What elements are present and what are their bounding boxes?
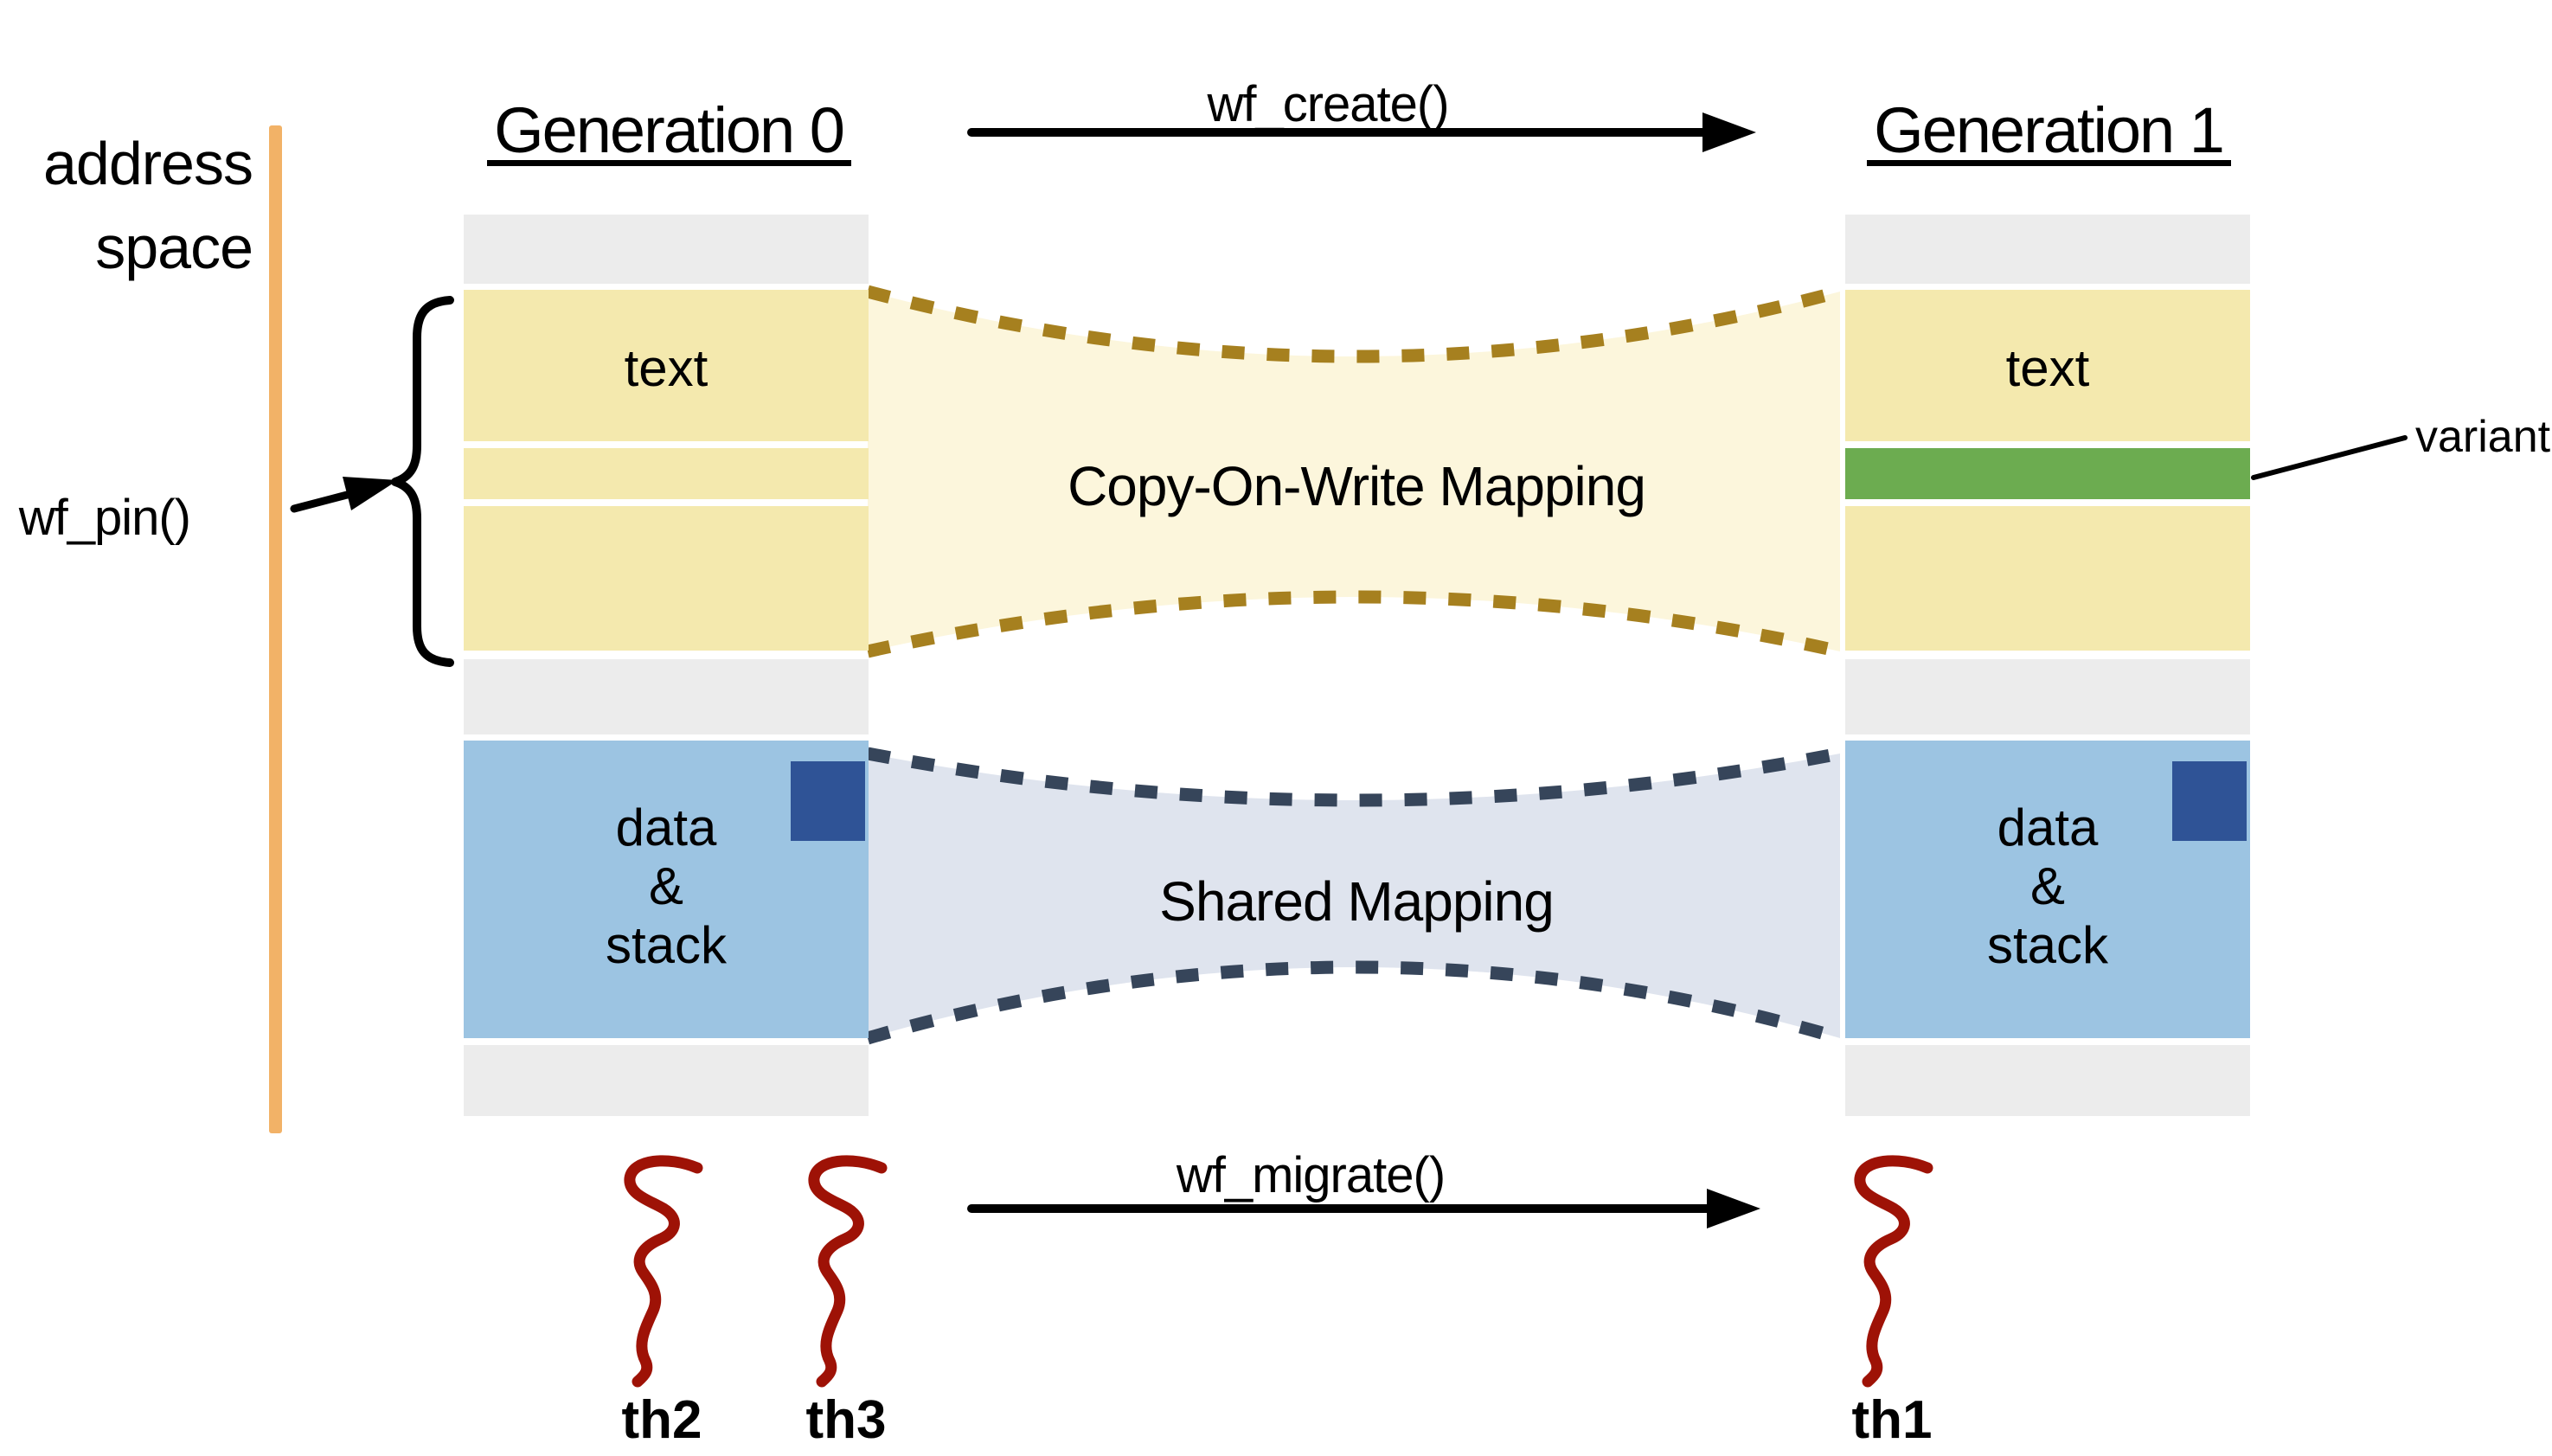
generation-0-title-underline: [487, 160, 851, 166]
gen1-segment-gray-bottom: [1845, 1045, 2250, 1116]
shared-mapping-region: Shared Mapping: [865, 747, 1843, 1045]
wf-migrate-label: wf_migrate(): [1176, 1147, 1445, 1203]
pinned-region-brace-icon: [391, 296, 454, 667]
thread-th1-label: th1: [1852, 1390, 1933, 1450]
gen0-segment-text: [464, 290, 869, 441]
generation-1-title-underline: [1867, 160, 2231, 166]
gen1-segment-text: [1845, 290, 2250, 441]
variant-pointer-line: [2251, 435, 2408, 480]
shared-mapping-label: Shared Mapping: [1159, 870, 1554, 933]
variant-label: variant: [2415, 412, 2551, 462]
cow-mapping-region: Copy-On-Write Mapping: [866, 285, 1842, 658]
wf-pin-label: wf_pin(): [18, 490, 190, 546]
gen0-segment-gray-middle: [464, 659, 869, 734]
address-space-label-line1: address: [43, 130, 253, 197]
gen0-data-label-line3: stack: [606, 916, 728, 974]
shared-mapping-fill: [868, 754, 1840, 1038]
variant-callout: variant: [2251, 412, 2551, 480]
thread-th2-label: th2: [622, 1390, 702, 1450]
gen1-segment-gray-top: [1845, 215, 2250, 284]
gen1-segment-gray-middle: [1845, 659, 2250, 734]
shared-mapping-bottom-dashed-curve: [865, 960, 1843, 1045]
gen1-data-label-line3: stack: [1987, 916, 2109, 974]
thread-th1-squiggle-icon: [1860, 1161, 1927, 1382]
generation-1-title: Generation 1: [1874, 94, 2223, 166]
generation-0-title: Generation 0: [494, 94, 843, 166]
wf-migrate-transition: wf_migrate(): [967, 1147, 1760, 1228]
address-space-axis: address space: [43, 130, 253, 281]
thread-labels: th2 th3 th1: [622, 1390, 1933, 1450]
cow-mapping-label: Copy-On-Write Mapping: [1068, 455, 1645, 517]
gen1-pinned-square-icon: [2172, 761, 2247, 841]
thread-th3-label: th3: [806, 1390, 887, 1450]
gen0-segment-gray-top: [464, 215, 869, 284]
gen0-data-label-line2: &: [649, 857, 683, 915]
cow-mapping-fill: [868, 292, 1840, 651]
wf-pin-callout: wf_pin(): [18, 296, 454, 667]
shared-mapping-top-dashed-curve: [866, 747, 1842, 807]
cow-mapping-top-dashed-curve: [866, 285, 1842, 363]
address-space-axis-line: [269, 125, 282, 1133]
gen0-data-label-line1: data: [616, 799, 717, 856]
gen1-data-label-line2: &: [2030, 857, 2065, 915]
wf-pin-arrowhead-icon: [343, 477, 398, 510]
wf-create-arrowhead-icon: [1702, 112, 1756, 152]
wf-create-transition: wf_create(): [967, 76, 1756, 152]
address-space-label-line2: space: [95, 214, 253, 281]
generation-0-column: Generation 0 text data & stack: [464, 94, 869, 1116]
gen0-segment-thin-band: [464, 448, 869, 499]
gen0-pinned-square-icon: [791, 761, 865, 841]
gen0-segment-yellow-lower: [464, 506, 869, 651]
gen1-segment-variant-band: [1845, 448, 2250, 499]
wf-pin-arrow-shaft: [290, 490, 355, 513]
generation-1-column: Generation 1 text data & stack: [1845, 94, 2250, 1116]
cow-mapping-bottom-dashed-curve: [866, 590, 1842, 658]
gen0-segment-gray-bottom: [464, 1045, 869, 1116]
thread-th3-squiggle-icon: [814, 1161, 882, 1382]
gen0-text-segment-label: text: [625, 339, 709, 397]
gen1-text-segment-label: text: [2006, 339, 2090, 397]
wf-create-label: wf_create(): [1206, 76, 1448, 132]
gen1-segment-yellow-lower: [1845, 506, 2250, 651]
gen1-data-label-line1: data: [1997, 799, 2099, 856]
wf-migrate-arrowhead-icon: [1707, 1189, 1760, 1228]
thread-th2-squiggle-icon: [630, 1161, 697, 1382]
